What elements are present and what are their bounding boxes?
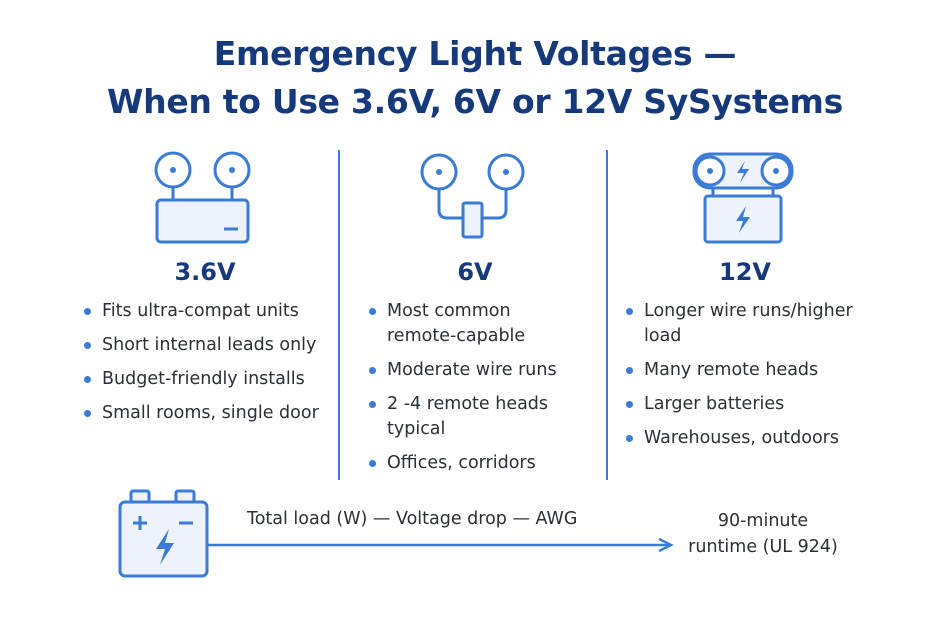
runtime-line-1: 90-minute bbox=[717, 511, 809, 531]
title-line-1: Emergency Light Voltages — bbox=[213, 34, 737, 73]
list-item: 2 -4 remote heads typical bbox=[369, 392, 569, 442]
flow-formula: Total load (W) — Voltage drop — AWG bbox=[247, 509, 578, 529]
list-item: Larger batteries bbox=[626, 392, 874, 417]
list-item: Warehouses, outdoors bbox=[626, 426, 874, 451]
list-item: Small rooms, single door bbox=[84, 401, 329, 426]
list-item: Longer wire runs/higher load bbox=[626, 299, 874, 349]
twin-head-battery-icon bbox=[150, 148, 255, 248]
bullet-list-6v: Most common remote-capable Moderate wire… bbox=[369, 299, 569, 485]
list-item: Short internal leads only bbox=[84, 333, 329, 358]
runtime-line-2: runtime (UL 924) bbox=[688, 537, 838, 557]
voltage-heading-6v: 6V bbox=[457, 258, 493, 286]
battery-icon bbox=[116, 487, 216, 582]
bullet-list-3v6: Fits ultra-compat units Short internal l… bbox=[84, 299, 329, 435]
list-item: Offices, corridors bbox=[369, 451, 569, 476]
bullet-list-12v: Longer wire runs/higher load Many remote… bbox=[626, 299, 874, 460]
flow-arrow bbox=[207, 537, 677, 553]
list-item: Budget-friendly installs bbox=[84, 367, 329, 392]
column-divider-2 bbox=[606, 150, 608, 480]
twin-head-charged-battery-icon bbox=[688, 148, 798, 248]
list-item: Most common remote-capable bbox=[369, 299, 569, 349]
runtime-result: 90-minute runtime (UL 924) bbox=[674, 508, 852, 560]
list-item: Moderate wire runs bbox=[369, 358, 569, 383]
list-item: Many remote heads bbox=[626, 358, 874, 383]
column-divider-1 bbox=[338, 150, 340, 480]
page-title: Emergency Light Voltages — When to Use 3… bbox=[0, 30, 950, 126]
title-line-2: When to Use 3.6V, 6V or 12V SySystems bbox=[107, 82, 843, 121]
voltage-heading-12v: 12V bbox=[719, 258, 771, 286]
remote-heads-icon bbox=[415, 148, 530, 243]
voltage-heading-3v6: 3.6V bbox=[174, 258, 236, 286]
list-item: Fits ultra-compat units bbox=[84, 299, 329, 324]
